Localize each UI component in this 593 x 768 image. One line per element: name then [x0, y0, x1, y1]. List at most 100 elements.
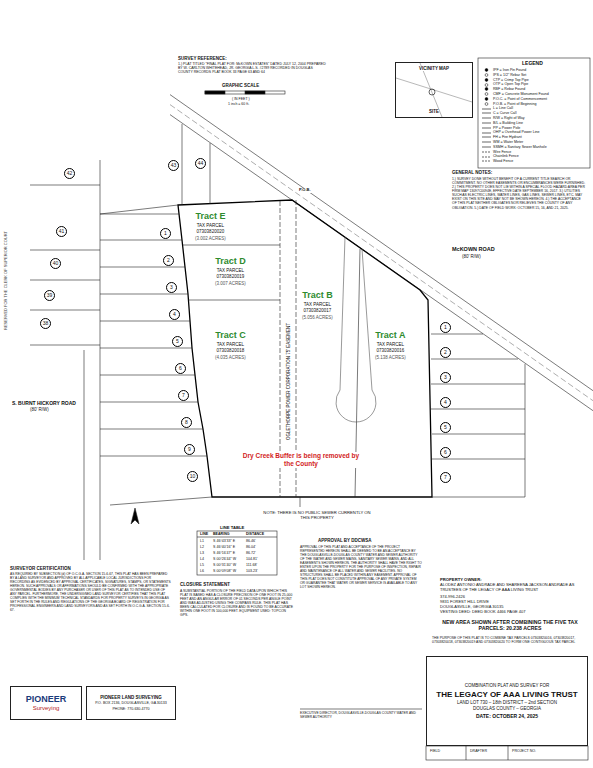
note-text: NOTE: THERE IS NO PUBLIC SEWER CURRENTLY… [262, 510, 372, 520]
table-cell: S 00°31'40" W [213, 563, 236, 567]
table-cell: S 46°40'16" E [213, 545, 235, 549]
legend-entry: IPF = Iron Pin Found [482, 68, 526, 72]
block-text: THE LEGACY OF AAA LIVING TRUST [436, 690, 577, 700]
legend-entry: CMF = Concrete Monument Found [482, 92, 549, 96]
table-cell: 86.72' [246, 551, 256, 555]
callout-number: 1 [440, 322, 451, 333]
block-text: Surveying [33, 705, 60, 712]
callout-number: 8 [181, 417, 192, 428]
legend-text: P.O.B. = Point of Beginning [493, 102, 536, 106]
legend-entry: IPS = 1/2" Rebar Set [482, 73, 526, 77]
vicinity-roads [396, 63, 472, 117]
legend-symbol [482, 92, 491, 96]
legend-entry: OTP = Open Top Pipe [482, 82, 528, 86]
legend-entry: RBF = Rebar Found [482, 87, 525, 91]
table-cell: S 00°26'44" W [213, 557, 236, 561]
legend-symbol [482, 135, 491, 139]
table-cell: FIELD [430, 749, 440, 753]
table-cell: S 46°16'47" E [213, 551, 235, 555]
tract-name: Tract E [195, 211, 225, 222]
road-name: S. BURNT HICKORY ROAD [12, 400, 76, 406]
parcel-text: TAX PARCEL [217, 342, 244, 347]
road-edge [170, 95, 593, 391]
legend-title: LEGEND [522, 60, 543, 66]
parcel-text: 07303820016 [377, 348, 405, 353]
tract-name: Tract D [215, 256, 246, 267]
callout-number: 6 [175, 363, 186, 374]
legend-symbol [482, 155, 491, 159]
tract-parcel: Tract CTAX PARCEL07303820018(4.035 ACRES… [215, 330, 246, 360]
callout-number: 10 [187, 471, 198, 482]
tract-parcel: Tract ETAX PARCEL07303820020(3.002 ACRES… [195, 211, 226, 241]
table-cell: DISTANCE [246, 532, 264, 536]
tract-name: Tract A [375, 330, 405, 341]
parcel-text: (4.035 ACRES) [215, 355, 246, 360]
table-cell: 86.04' [246, 545, 256, 549]
table-rule [508, 746, 509, 760]
legend-symbol [482, 87, 491, 91]
vicinity-map: VICINITY MAPSITE [395, 62, 473, 118]
legend-text: CMF = Concrete Monument Found [493, 92, 549, 96]
legend-text: PP = Power Pole [493, 126, 520, 130]
legend-symbol [482, 78, 491, 82]
table-cell: S 46°43'33" E [213, 539, 235, 543]
legend-text: SSMH = Sanitary Sewer Manhole [493, 145, 547, 149]
legend-entry: SSMH = Sanitary Sewer Manhole [482, 145, 547, 149]
area-note: NEW AREA SHOWN AFTER COMBINING THE FIVE … [440, 619, 580, 631]
legend-entry: WM = Water Meter [482, 140, 523, 144]
table-cell: 104.81' [246, 557, 258, 561]
block-text: DOUGLAS COUNTY – GEORGIA [473, 706, 541, 711]
note-heading: GENERAL NOTES: [452, 170, 492, 175]
scale-bar [205, 91, 285, 94]
callout-number: 1 [160, 228, 171, 239]
point-label: P.O.B. [299, 188, 311, 193]
callout-number: 2 [163, 255, 174, 266]
table-cell: L6 [200, 569, 204, 573]
legend-text: L = Line Call [493, 106, 513, 110]
legend-entry: FH = Fire Hydrant [482, 135, 522, 139]
note-heading: SURVEYOR CERTIFICATION [10, 566, 71, 571]
tract-parcel: Tract DTAX PARCEL07303820019(3.007 ACRES… [215, 256, 246, 286]
callout-number: 42 [64, 168, 75, 179]
table-cell: L5 [200, 563, 204, 567]
callout-number: 40 [50, 258, 61, 269]
note-text: AS REQUIRED BY SUBSECTION (d) OF O.C.G.A… [10, 573, 172, 613]
north-arrow [131, 508, 139, 524]
table-rule [197, 537, 277, 538]
callout-number: 43 [168, 160, 179, 171]
parcel-text: TAX PARCEL [217, 268, 244, 273]
parcel-text: (3.002 ACRES) [195, 236, 226, 241]
legend-symbol [482, 140, 491, 144]
legend-symbol [482, 159, 491, 163]
legend-symbol [482, 83, 491, 87]
block-text: VICINITY MAP [419, 66, 449, 71]
legend-text: IPF = Iron Pin Found [493, 68, 526, 72]
note-heading: SURVEY REFERENCE: [178, 56, 227, 61]
table-cell: LINE [200, 532, 208, 536]
callout-number: 6 [440, 447, 451, 458]
parcel-text: 07303820020 [197, 229, 225, 234]
legend-entry: Wire Fence [482, 150, 511, 154]
legend-symbol [482, 131, 491, 135]
callout-number: 3 [166, 282, 177, 293]
legend-text: OTP = Open Top Pipe [493, 82, 528, 86]
lot-lines [30, 124, 525, 560]
block-text: LAND LOT 730 – 18th DISTRICT – 2nd SECTI… [457, 700, 557, 705]
legend-entry: R/W = Right of Way [482, 116, 525, 120]
table-cell: S 00°09'08" W [213, 569, 236, 573]
tract-line [188, 300, 280, 301]
parcel-text: 07303820017 [304, 308, 332, 313]
tract-parcel: Tract ATAX PARCEL07303820016(5.138 ACRES… [375, 330, 406, 360]
legend-entry: L = Line Call [482, 106, 513, 110]
callout-number: 2 [440, 347, 451, 358]
legend-symbol [482, 121, 491, 125]
legend-text: Chainlink Fence [493, 154, 519, 158]
parcel-text: TAX PARCEL [377, 342, 404, 347]
legend-entry: C = Curve Call [482, 111, 516, 115]
block-text: DATE: OCTOBER 24, 2025 [476, 713, 538, 719]
legend-frame [478, 58, 590, 168]
table-cell: BEARING [213, 532, 230, 536]
parcel-text: TAX PARCEL [304, 302, 331, 307]
note-heading: CLOSURE STATEMENT [180, 582, 230, 587]
legend-text: R/W = Right of Way [493, 116, 525, 120]
